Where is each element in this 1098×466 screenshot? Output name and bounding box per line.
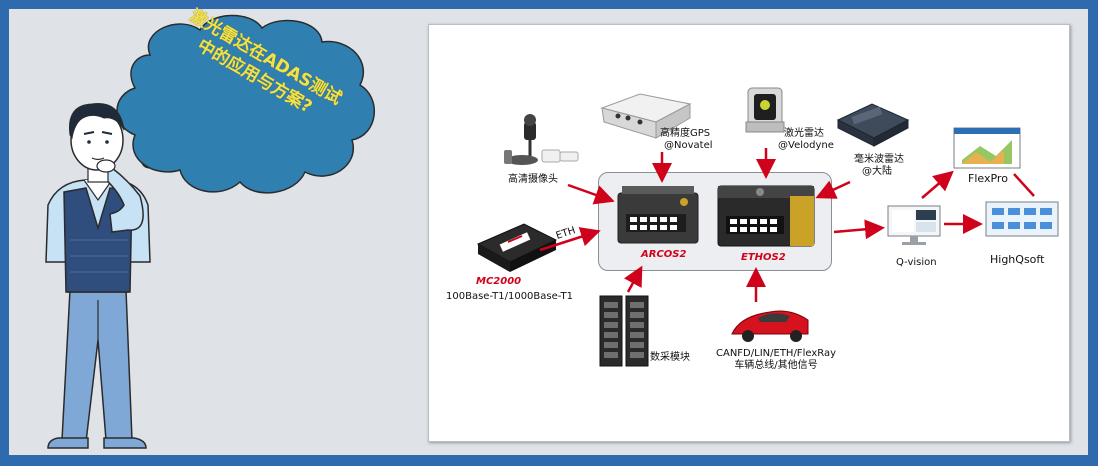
label-arcos2: ARCOS2 <box>641 249 687 260</box>
flexpro-screenshot-image <box>953 127 1021 169</box>
daq-module-image <box>599 295 649 367</box>
arrow-mc2000-hub <box>539 227 601 252</box>
left-shoe <box>47 437 89 449</box>
arcos2-device <box>617 186 699 244</box>
hand <box>96 159 116 173</box>
arrow-flexpro-highqsoft <box>1013 173 1035 197</box>
right-shoe <box>103 437 147 449</box>
label-mc2000: MC2000 <box>476 276 522 287</box>
arrow-daq-hub <box>624 265 643 293</box>
arrow-camera-hub <box>567 183 615 205</box>
label-qvision: Q-vision <box>896 257 937 268</box>
label-gps-line2: @Novatel <box>664 140 713 151</box>
person-illustration <box>45 14 375 449</box>
label-radar-line2: @大陆 <box>862 166 892 177</box>
arrow-hub-qvision <box>833 219 885 240</box>
label-radar-line1: 毫米波雷达 <box>854 154 904 165</box>
label-flexpro: FlexPro <box>968 172 1008 185</box>
label-vehicle-line2: 车辆总线/其他信号 <box>734 360 818 371</box>
qvision-monitor-image <box>887 205 941 245</box>
lidar-sensor-image <box>745 87 785 133</box>
arrow-qvision-flexpro <box>921 170 954 199</box>
arrow-radar-hub <box>815 180 851 199</box>
label-daq: 数采模块 <box>650 352 690 363</box>
label-mc2000-desc: 100Base-T1/1000Base-T1 <box>446 291 573 302</box>
hair <box>68 103 125 140</box>
connection-arrows <box>539 148 1035 302</box>
ethos2-device <box>717 185 815 247</box>
label-gps-line1: 高精度GPS <box>660 128 711 139</box>
vehicle-image <box>731 310 809 342</box>
label-highqsoft: HighQsoft <box>990 253 1045 266</box>
label-lidar-line2: @Velodyne <box>778 140 834 151</box>
label-ethos2: ETHOS2 <box>741 252 786 263</box>
gps-receiver-image <box>600 93 692 139</box>
label-vehicle-line1: CANFD/LIN/ETH/FlexRay <box>716 348 837 359</box>
radar-sensor-image <box>836 103 910 147</box>
label-lidar-line1: 激光雷达 <box>784 128 824 139</box>
thought-cloud <box>116 14 375 194</box>
hd-camera-image <box>504 114 579 165</box>
highqsoft-screenshot-image <box>985 201 1059 237</box>
label-hd-camera: 高清摄像头 <box>508 174 558 185</box>
